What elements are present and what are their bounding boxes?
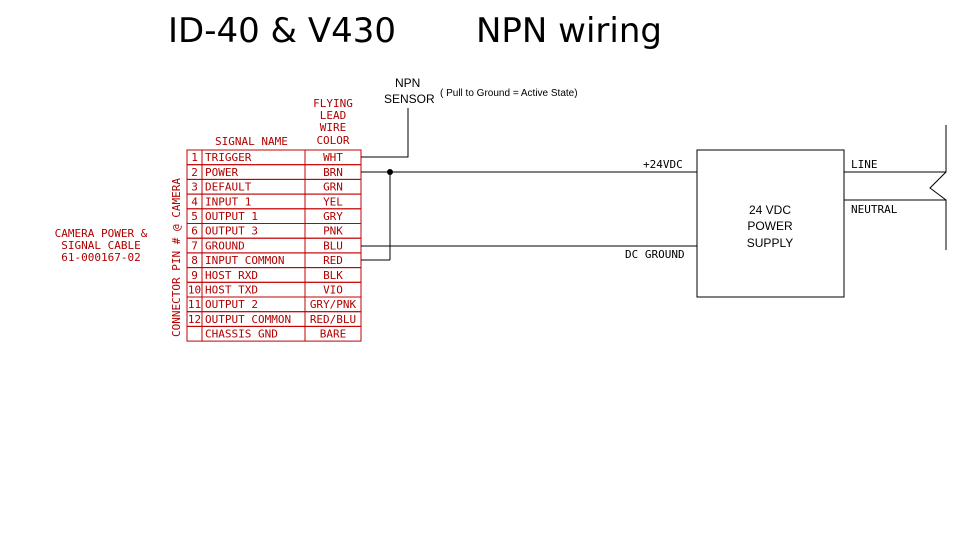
signal-name: HOST TXD	[205, 284, 258, 297]
connector-pin-label: CONNECTOR PIN # @ CAMERA	[170, 178, 183, 337]
pin-number: 6	[191, 225, 198, 238]
cable-label-3: 61-000167-02	[61, 251, 140, 264]
cable-label-2: SIGNAL CABLE	[61, 239, 140, 252]
wire-color: WHT	[323, 151, 343, 164]
wire-color: BLU	[323, 239, 343, 252]
wire-color: GRN	[323, 181, 343, 194]
wire-color: RED/BLU	[310, 313, 356, 326]
wire-color: BLK	[323, 269, 343, 282]
power-supply-box	[696, 149, 845, 298]
pin-number: 11	[188, 298, 201, 311]
signal-name: OUTPUT COMMON	[205, 313, 291, 326]
pin-number: 8	[191, 254, 198, 267]
color-header-4: COLOR	[316, 134, 349, 147]
wire-color: GRY	[323, 210, 343, 223]
signal-name: INPUT COMMON	[205, 254, 284, 267]
pin-number: 5	[191, 210, 198, 223]
pin-number: 2	[191, 166, 198, 179]
power-supply-label-1: 24 VDC	[749, 203, 791, 217]
power-supply-label-2: POWER	[747, 219, 793, 233]
plus24-label: +24VDC	[643, 158, 683, 171]
sensor-note: ( Pull to Ground = Active State)	[440, 88, 578, 99]
wire-color: PNK	[323, 225, 343, 238]
neutral-label: NEUTRAL	[851, 203, 898, 216]
pin-number: 1	[191, 151, 198, 164]
signal-name: DEFAULT	[205, 181, 252, 194]
pin-number: 10	[188, 284, 201, 297]
wire-color: RED	[323, 254, 343, 267]
pin-number: 12	[188, 313, 201, 326]
signal-name: TRIGGER	[205, 151, 252, 164]
junction-dot	[387, 169, 393, 175]
wire-color: YEL	[323, 195, 343, 208]
color-header-2: LEAD	[320, 109, 347, 122]
signal-name-header: SIGNAL NAME	[215, 135, 288, 148]
pin-number: 4	[191, 195, 198, 208]
wire-color: BARE	[320, 328, 347, 341]
table-row	[186, 325, 362, 342]
pin-number: 7	[191, 239, 198, 252]
color-header-1: FLYING	[313, 97, 353, 110]
sensor-label-line1: NPN	[395, 76, 420, 90]
dc-ground-label: DC GROUND	[625, 248, 685, 261]
wire-color: VIO	[323, 284, 343, 297]
signal-name: CHASSIS GND	[205, 328, 278, 341]
sensor-label-line2: SENSOR	[384, 92, 435, 106]
signal-name: OUTPUT 3	[205, 225, 258, 238]
color-header-3: WIRE	[320, 121, 347, 134]
signal-name: OUTPUT 2	[205, 298, 258, 311]
power-supply-label-3: SUPPLY	[747, 236, 793, 250]
signal-name: POWER	[205, 166, 238, 179]
trigger-to-sensor-wire	[361, 108, 409, 158]
signal-name: OUTPUT 1	[205, 210, 258, 223]
pin-number: 9	[191, 269, 198, 282]
cable-label-1: CAMERA POWER &	[55, 227, 148, 240]
signal-name: GROUND	[205, 239, 245, 252]
pin-table: 1 TRIGGER WHT 2 POWER BRN 3 DEFAULT GRN 4 INPUT 1 Y…	[186, 149, 362, 342]
diagram-subtitle: NPN wiring	[476, 11, 662, 51]
line-label: LINE	[851, 158, 878, 171]
signal-name: INPUT 1	[205, 195, 251, 208]
diagram-title: ID-40 & V430	[168, 11, 396, 51]
wire-color: BRN	[323, 166, 343, 179]
pin-number: 3	[191, 181, 198, 194]
wire-color: GRY/PNK	[310, 298, 357, 311]
ac-plug-symbol	[929, 125, 947, 250]
signal-name: HOST RXD	[205, 269, 258, 282]
